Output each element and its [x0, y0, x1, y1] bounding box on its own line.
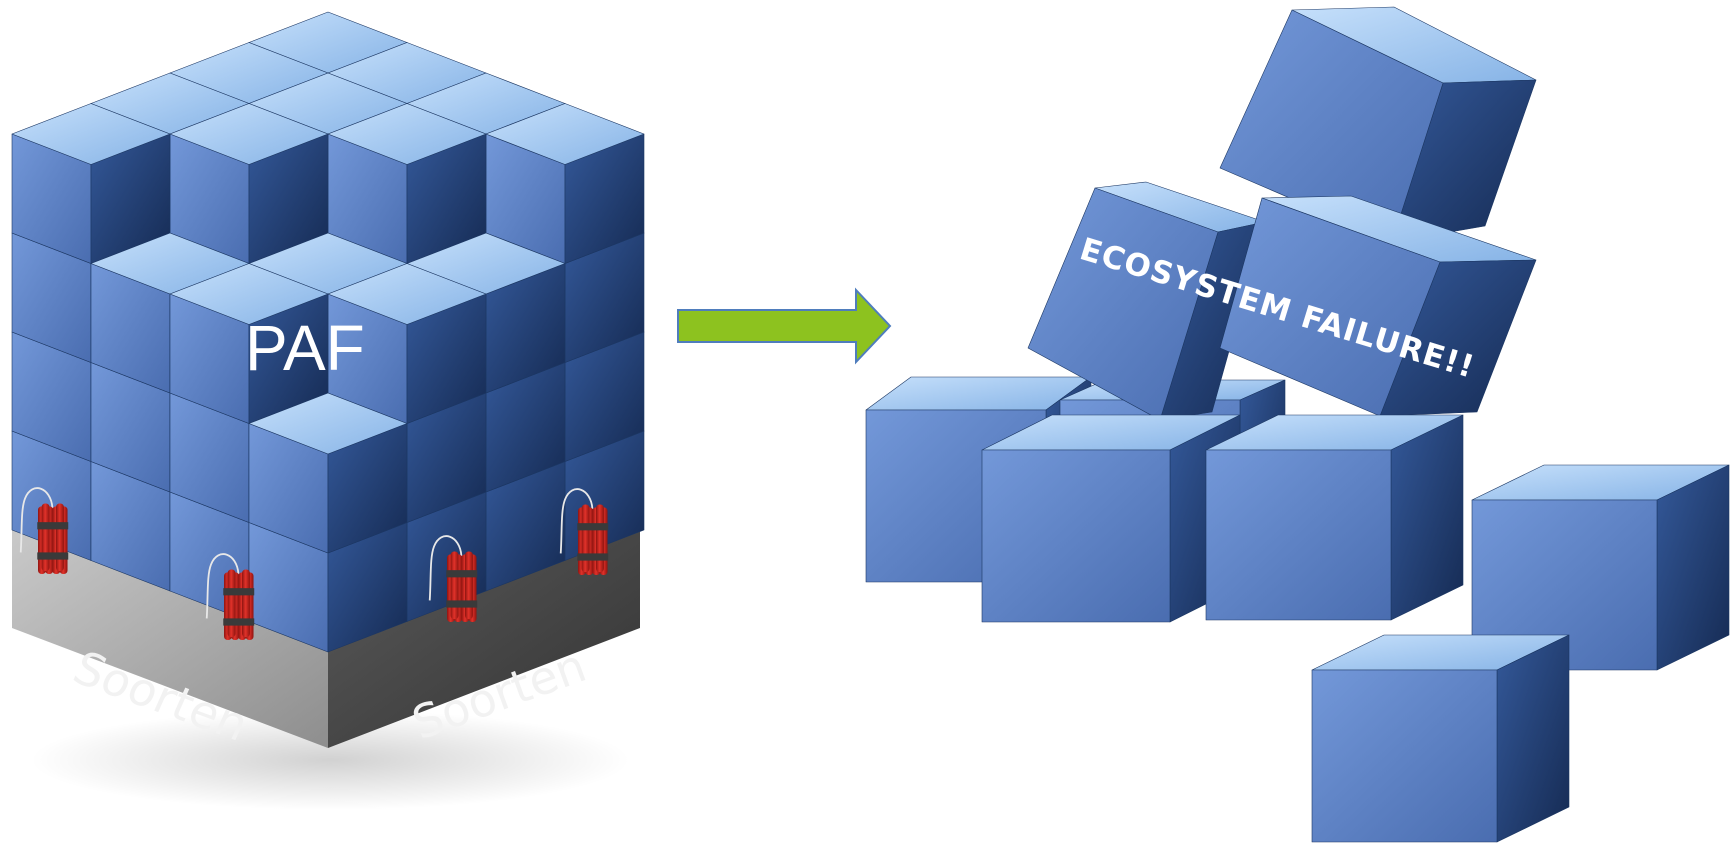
cube-front-middle: [1205, 414, 1464, 621]
dynamite-tape: [577, 523, 609, 531]
cube-top-face: [11, 103, 171, 165]
cube-front-face: [1471, 499, 1658, 671]
dynamite-stick: [227, 569, 236, 638]
dynamite-tape: [577, 553, 609, 561]
dynamite-icon: [428, 535, 478, 622]
dynamite-fuse: [559, 488, 594, 554]
base-shadow: [30, 710, 630, 810]
dynamite-tape: [37, 552, 69, 560]
cube-top-face: [169, 103, 329, 165]
base-left-face: [12, 530, 328, 748]
cube-tilted-top: [1219, 6, 1537, 243]
cube-front-face: [981, 449, 1171, 623]
dynamite-tape: [223, 588, 255, 596]
stack-cube: [327, 263, 487, 424]
paf-title: PAF: [245, 312, 365, 384]
cube-top-face: [485, 103, 645, 165]
stack-cube: [11, 103, 171, 264]
cube-top-face: [248, 392, 408, 455]
stack-cube: [485, 103, 645, 264]
dynamite-tape: [446, 600, 478, 608]
stack-cube: [327, 103, 487, 264]
dynamite-bundles: [19, 487, 609, 640]
stack-cube: [248, 392, 408, 554]
cube-front-face: [1205, 449, 1392, 621]
stacked-cubes: [11, 11, 645, 653]
dynamite-stick: [465, 551, 473, 620]
dynamite-fuse: [205, 553, 240, 619]
stack-cube: [169, 103, 329, 264]
paf-cube-stack: Soorten Soorten PAF: [11, 11, 645, 810]
dynamite-icon: [559, 488, 609, 575]
dynamite-stick: [242, 569, 250, 638]
dynamite-stick: [596, 504, 604, 573]
cube-bottom: [1311, 634, 1570, 843]
cube-tilted-left: [1027, 181, 1266, 421]
base-right-face: [328, 530, 640, 748]
cube-tilted-right: [1219, 195, 1537, 417]
dynamite-fuse: [428, 535, 463, 601]
dynamite-icon: [19, 487, 69, 574]
arrow-right-icon: [677, 287, 892, 365]
cube-right-face: [1390, 414, 1464, 621]
stack-cube: [169, 263, 329, 424]
fallen-cube-cluster: [865, 6, 1730, 843]
cube-top-face: [169, 263, 329, 325]
cube-right-far: [1471, 464, 1730, 671]
cube-front-face: [1311, 669, 1498, 843]
dynamite-stick: [581, 504, 590, 573]
dynamite-stick: [41, 503, 50, 572]
dynamite-stick: [450, 551, 459, 620]
dynamite-tape: [37, 522, 69, 530]
cube-right-face: [1496, 634, 1570, 843]
dynamite-tape: [223, 618, 255, 626]
dynamite-tape: [446, 570, 478, 578]
dynamite-fuse: [19, 487, 54, 553]
cube-front-left: [981, 414, 1241, 623]
cube-right-face: [1656, 464, 1730, 671]
cube-top-face: [327, 103, 487, 165]
cube-top-face: [327, 263, 487, 325]
dynamite-stick: [56, 503, 64, 572]
dynamite-icon: [205, 553, 255, 640]
